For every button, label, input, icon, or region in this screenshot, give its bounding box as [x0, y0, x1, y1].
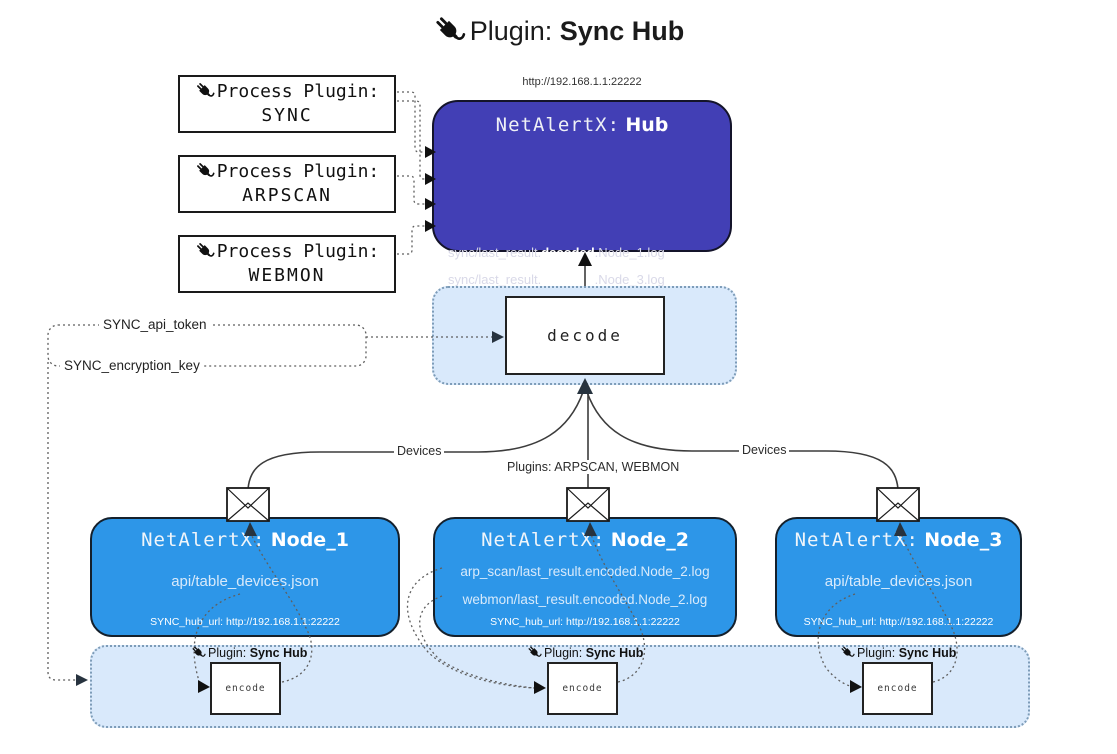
edge-webmon-to-line4: [397, 225, 425, 255]
edge-sync-to-line2: [397, 100, 425, 180]
edge-settings-to-encode-panel: [47, 362, 76, 681]
edge-arpscan-to-line3: [397, 175, 425, 205]
hub-title-name: Hub: [625, 114, 669, 136]
process-plugin-box-webmon: Process Plugin: WEBMON: [178, 235, 396, 293]
process-plugin-label-text: Process Plugin:: [216, 240, 380, 262]
setting-sync-api-token: SYNC_api_token: [99, 317, 211, 332]
node-3-box: NetAlertX: Node_3 api/table_devices.json…: [775, 517, 1022, 637]
node-hub-url: SYNC_hub_url: http://192.168.1.1:22222: [803, 616, 994, 628]
plug-icon: [526, 644, 542, 660]
process-plugin-label-text: Process Plugin:: [216, 80, 380, 102]
node-title: NetAlertX: Node_1: [141, 529, 349, 551]
hub-log-line: sync/last_result.decoded.Node_3.log: [448, 272, 665, 287]
node-file-line: arp_scan/last_result.encoded.Node_2.log: [460, 564, 710, 579]
node-hub-url: SYNC_hub_url: http://192.168.1.1:22222: [490, 616, 680, 628]
encode-box: encode: [547, 662, 618, 715]
arrow-into-encode-panel: [76, 674, 88, 686]
process-plugin-name: SYNC: [261, 105, 313, 126]
page-title: Plugin: Sync Hub: [0, 13, 1117, 47]
setting-sync-encryption-key: SYNC_encryption_key: [60, 358, 204, 373]
edge-label-plugins: Plugins: ARPSCAN, WEBMON: [504, 460, 683, 474]
node-file-line: api/table_devices.json: [824, 573, 973, 590]
title-name: Sync Hub: [559, 16, 685, 46]
encode-plugin-label: Plugin: Sync Hub: [526, 644, 643, 660]
plug-icon: [194, 240, 215, 261]
plug-icon: [194, 80, 215, 101]
node-hub-url: SYNC_hub_url: http://192.168.1.1:22222: [150, 616, 340, 628]
process-plugin-label-text: Process Plugin:: [216, 160, 380, 182]
title-prefix: Plugin:: [469, 16, 553, 46]
plug-icon: [839, 644, 855, 660]
node-title: NetAlertX: Node_2: [481, 529, 689, 551]
hub-title: NetAlertX: Hub: [434, 114, 730, 137]
edge-label-devices-right: Devices: [739, 443, 790, 457]
encode-box: encode: [862, 662, 933, 715]
node-2-box: NetAlertX: Node_2 arp_scan/last_result.e…: [433, 517, 737, 637]
edge-sync-to-line1: [397, 91, 424, 153]
process-plugin-label: Process Plugin:: [194, 240, 380, 264]
hub-box: NetAlertX: Hub sync/last_result.decoded.…: [432, 100, 732, 335]
plug-icon: [194, 160, 215, 181]
process-plugin-name: WEBMON: [248, 265, 326, 286]
edge-node1-to-decode: [247, 391, 584, 490]
node-title: NetAlertX: Node_3: [794, 529, 1003, 551]
node-file-line: api/table_devices.json: [171, 573, 319, 590]
encode-plugin-label: Plugin: Sync Hub: [839, 644, 956, 660]
process-plugin-box-sync: Process Plugin: SYNC: [178, 75, 396, 133]
plug-icon: [432, 13, 466, 47]
encode-plugin-label: Plugin: Sync Hub: [190, 644, 307, 660]
encode-box: encode: [210, 662, 281, 715]
plug-icon: [190, 644, 206, 660]
hub-url: http://192.168.1.1:22222: [522, 76, 642, 88]
node-1-box: NetAlertX: Node_1 api/table_devices.json…: [90, 517, 400, 637]
process-plugin-name: ARPSCAN: [242, 185, 332, 206]
node-file-line: webmon/last_result.encoded.Node_2.log: [462, 592, 708, 607]
process-plugin-box-arpscan: Process Plugin: ARPSCAN: [178, 155, 396, 213]
edge-node3-to-decode: [586, 391, 899, 490]
hub-title-prefix: NetAlertX:: [495, 114, 621, 136]
process-plugin-label: Process Plugin:: [194, 160, 380, 184]
hub-log-line: sync/last_result.decoded.Node_1.log: [448, 245, 665, 260]
process-plugin-label: Process Plugin:: [194, 80, 380, 104]
edge-label-devices-left: Devices: [394, 444, 445, 458]
decode-box: decode: [505, 296, 665, 375]
